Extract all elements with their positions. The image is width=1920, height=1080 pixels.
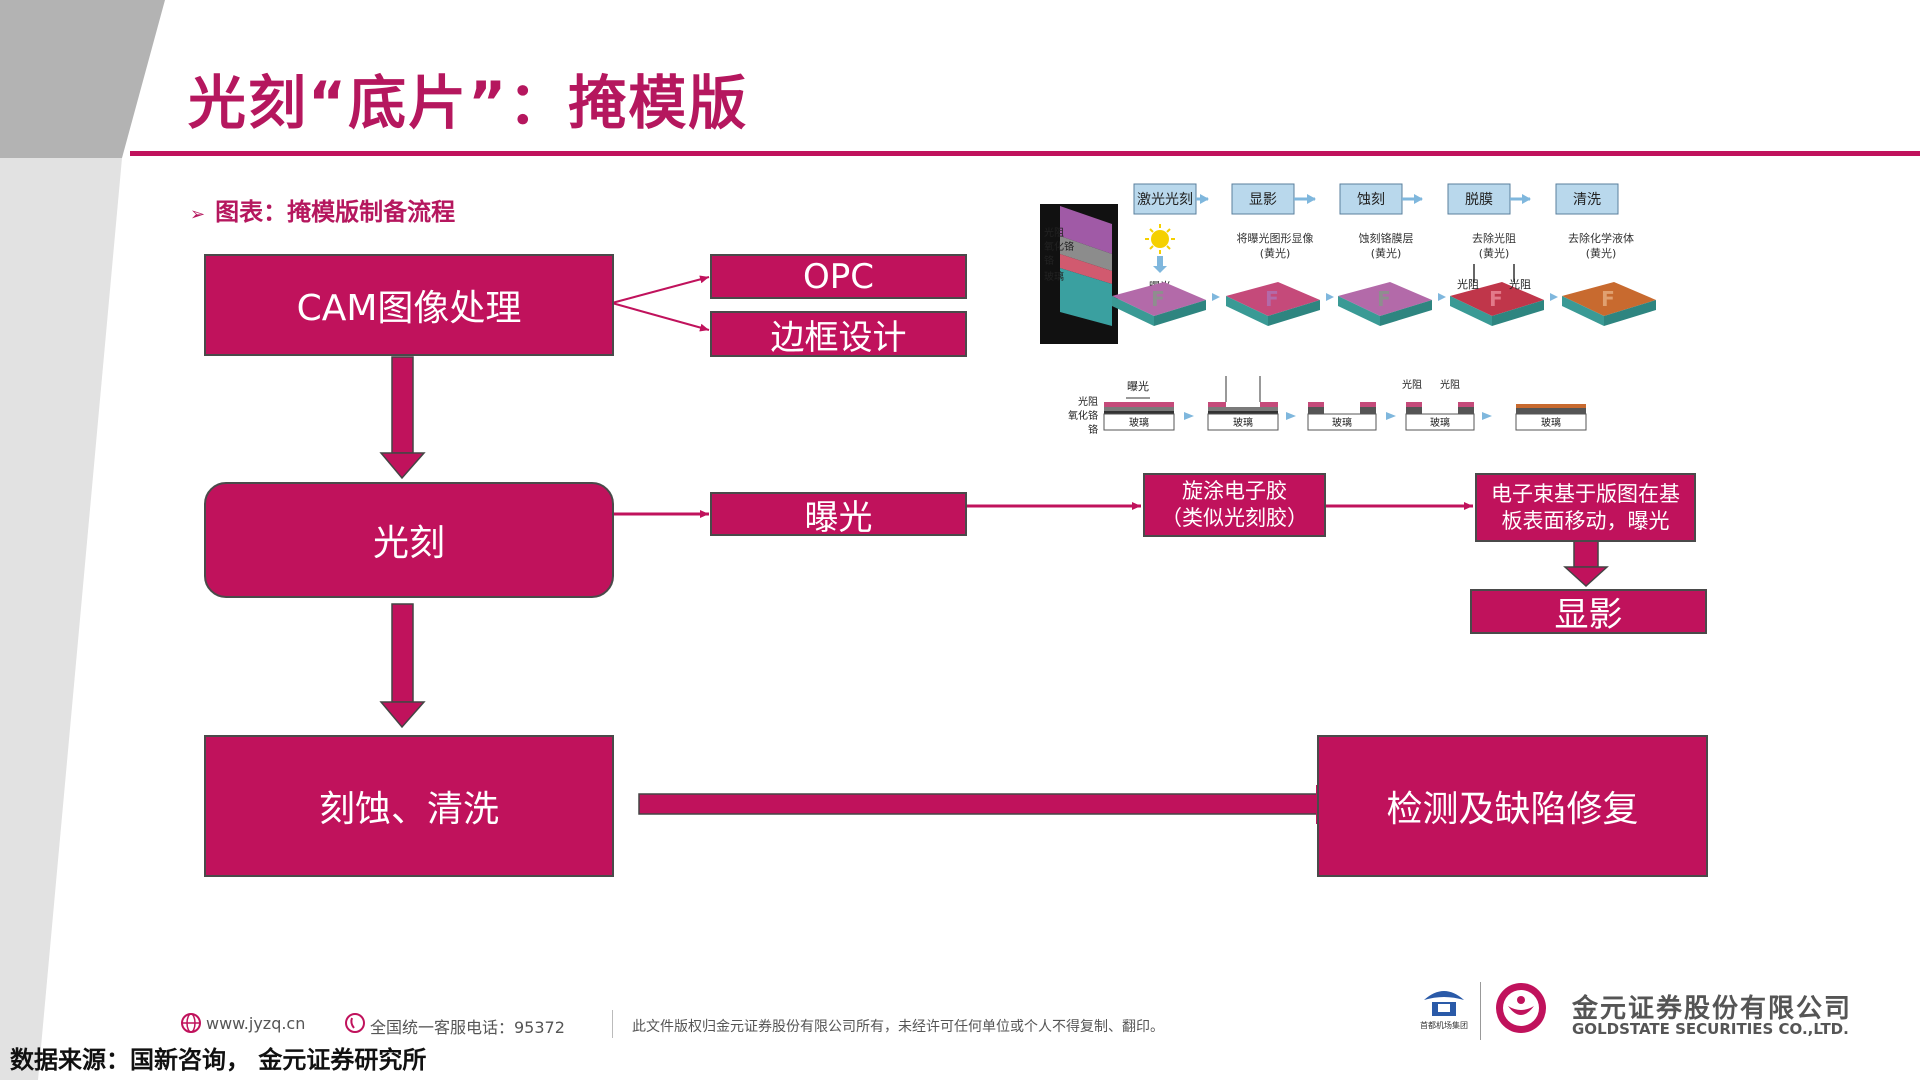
glass-label: 玻璃 (1430, 416, 1450, 429)
phone-icon (345, 1013, 365, 1033)
glass-label: 玻璃 (1233, 416, 1253, 429)
note-clean: 去除化学液体 (1568, 231, 1634, 245)
footer-hotline: 全国统一客服电话：95372 (370, 1018, 565, 1037)
layer-label-photoresist: 光阻 (1044, 226, 1064, 239)
note-clean-sub: (黄光) (1586, 246, 1617, 260)
plate-letter: F (1489, 287, 1503, 311)
opc-box: OPC (710, 254, 967, 299)
cross-section-3: 玻璃 (1307, 402, 1377, 431)
logo-divider (1480, 982, 1481, 1040)
note-etch-sub: (黄光) (1371, 246, 1402, 260)
footer-website[interactable]: www.jyzq.cn (206, 1014, 306, 1033)
plate-letter: F (1151, 287, 1165, 311)
arrow-cam-to-litho (379, 356, 426, 480)
lithography-box: 光刻 (204, 482, 614, 598)
cross-photoresist-label-a: 光阻 (1402, 378, 1422, 391)
cross-exposure-label: 曝光 (1127, 379, 1149, 393)
airport-group-label: 首都机场集团 (1420, 1021, 1468, 1030)
plate-letter: F (1265, 287, 1279, 311)
step-laser-litho: 激光光刻 (1137, 191, 1193, 208)
spin-coat-line2: （类似光刻胶） (1161, 506, 1308, 530)
note-strip: 去除光阻 (1472, 231, 1516, 245)
cross-label-chrome-oxide: 氧化铬 (1068, 409, 1098, 422)
goldstate-logo-icon (1496, 983, 1546, 1033)
data-source: 数据来源：国新咨询， 金元证券研究所 (10, 1046, 427, 1074)
layer-label-chrome-oxide: 氧化铬 (1044, 240, 1074, 253)
note-develop-sub: (黄光) (1260, 246, 1291, 260)
sun-icon (1145, 224, 1175, 254)
etch-clean-box: 刻蚀、清洗 (204, 735, 614, 877)
note-strip-sub: (黄光) (1479, 246, 1510, 260)
cross-section-4: 光阻 光阻 玻璃 (1402, 378, 1475, 431)
page-title: 光刻“底片”：掩模版 (188, 69, 749, 137)
exposure-box: 曝光 (710, 492, 967, 538)
spin-coat-box: 旋涂电子胶 （类似光刻胶） (1143, 473, 1326, 537)
globe-icon (181, 1013, 201, 1033)
plate-letter: F (1377, 287, 1391, 311)
plate-5: F (1562, 282, 1656, 326)
cam-processing-box: CAM图像处理 (204, 254, 614, 356)
note-develop: 将曝光图形显像 (1237, 231, 1314, 245)
spin-coat-line1: 旋涂电子胶 (1182, 479, 1287, 503)
cross-section-2: 玻璃 (1207, 376, 1279, 431)
capital-airports-logo-icon (1424, 991, 1464, 1016)
caption-marker-icon: ➢ (190, 204, 206, 225)
cross-label-chrome: 铬 (1088, 423, 1098, 436)
step-develop: 显影 (1249, 192, 1277, 208)
footer-divider (612, 1010, 613, 1038)
arrow-cam-to-opc (611, 275, 710, 304)
glass-label: 玻璃 (1541, 416, 1561, 429)
photoresist-label-b: 光阻 (1509, 277, 1531, 291)
inspection-repair-box: 检测及缺陷修复 (1317, 735, 1708, 877)
photoresist-label-a: 光阻 (1457, 277, 1479, 291)
arrow-cam-to-border (611, 302, 710, 332)
arrow-etch-to-inspect (638, 785, 1320, 824)
plate-letter: F (1601, 287, 1615, 311)
ebeam-line1: 电子束基于版图在基 (1491, 481, 1680, 506)
layer-label-glass: 玻璃 (1044, 270, 1064, 283)
glass-label: 玻璃 (1332, 416, 1352, 429)
arrow-ebeam-to-develop (1563, 540, 1609, 588)
footer-copyright: 此文件版权归金元证券股份有限公司所有，未经许可任何单位或个人不得复制、翻印。 (632, 1019, 1164, 1035)
ebeam-line2: 板表面移动，曝光 (1501, 508, 1670, 533)
company-name-en: GOLDSTATE SECURITIES CO.,LTD. (1572, 1020, 1849, 1038)
cross-section-1: 曝光 玻璃 (1103, 379, 1175, 431)
border-design-box: 边框设计 (710, 311, 967, 358)
note-etch: 蚀刻铬膜层 (1359, 231, 1414, 245)
mask-process-figure: 光阻 氧化铬 铬 玻璃 激光光刻 显影 蚀刻 脱膜 清洗 将曝光图形显像 (黄光… (1040, 183, 1656, 436)
step-strip: 脱膜 (1465, 192, 1493, 208)
layer-stack-photo (1040, 204, 1118, 344)
develop-box: 显影 (1470, 589, 1707, 635)
cross-photoresist-label-b: 光阻 (1440, 378, 1460, 391)
company-name-cn: 金元证券股份有限公司 (1572, 994, 1853, 1024)
step-etch: 蚀刻 (1357, 192, 1385, 208)
plate-3: F (1338, 282, 1432, 326)
plate-2: F (1226, 282, 1320, 326)
plate-1: F (1112, 282, 1206, 326)
cross-section-5: 玻璃 (1515, 404, 1587, 431)
ebeam-exposure-box: 电子束基于版图在基 板表面移动，曝光 (1475, 473, 1696, 542)
step-clean: 清洗 (1573, 192, 1601, 208)
cross-label-photoresist: 光阻 (1078, 395, 1098, 408)
glass-label: 玻璃 (1129, 416, 1149, 429)
arrow-litho-to-etch (379, 603, 426, 729)
layer-label-chrome: 铬 (1044, 254, 1054, 267)
caption-text: 图表：掩模版制备流程 (215, 198, 456, 226)
plate-4: F 光阻 光阻 (1450, 264, 1544, 326)
figure-caption: ➢ 图表：掩模版制备流程 (190, 192, 455, 227)
